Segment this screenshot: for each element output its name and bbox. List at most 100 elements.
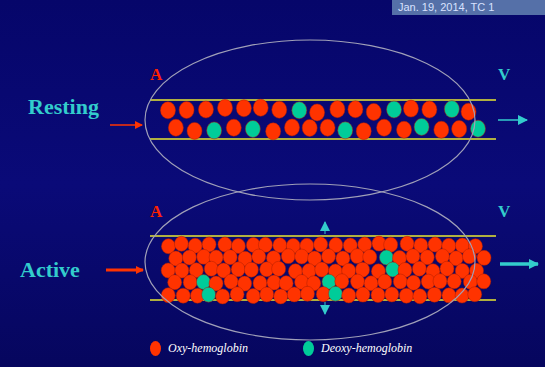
cells — [161, 236, 491, 304]
cell — [216, 289, 230, 304]
cell — [413, 289, 427, 304]
flow-arrow — [110, 124, 142, 126]
date-note: Jan. 19, 2014, TC 1 — [398, 2, 494, 13]
legend-text: Oxy-hemoglobin — [168, 342, 248, 354]
cell — [338, 122, 353, 139]
cell — [371, 288, 385, 303]
cell — [230, 287, 244, 302]
cell — [477, 250, 491, 265]
cell — [274, 289, 288, 304]
cell — [328, 286, 342, 301]
cell — [322, 249, 336, 264]
cell — [356, 123, 371, 140]
cell — [236, 100, 251, 117]
cell — [246, 289, 260, 304]
cell — [422, 101, 437, 118]
cell — [455, 288, 469, 303]
state-label: Active — [20, 259, 80, 281]
cell — [295, 249, 309, 264]
cell — [348, 101, 363, 118]
flow-arrow — [498, 119, 527, 121]
cell — [414, 118, 429, 135]
region-outline — [145, 40, 475, 200]
cell — [342, 288, 356, 303]
cell — [281, 249, 295, 264]
cell — [412, 261, 426, 276]
cell — [468, 287, 482, 302]
legend-swatch — [150, 341, 161, 356]
region-outline — [145, 184, 475, 340]
cell — [351, 274, 365, 289]
cell — [266, 123, 281, 140]
cell — [393, 274, 407, 289]
artery-label: A — [150, 66, 162, 83]
cell — [300, 286, 314, 301]
cell — [452, 120, 467, 137]
cell — [187, 122, 202, 139]
cell — [285, 119, 300, 136]
cell — [160, 102, 175, 119]
cell — [218, 99, 233, 116]
diffusion-arrow — [325, 302, 326, 314]
header-band — [392, 0, 545, 15]
vein-label: V — [498, 66, 510, 83]
vessel-wall — [150, 99, 496, 101]
cell — [363, 249, 377, 264]
vein-label: V — [498, 203, 510, 220]
cell — [168, 119, 183, 136]
cell — [198, 101, 213, 118]
cell — [161, 288, 175, 303]
cell — [316, 287, 330, 302]
cell — [427, 287, 441, 302]
cell — [168, 275, 182, 290]
flow-arrow — [106, 269, 143, 272]
cell — [320, 119, 335, 136]
state-label: Resting — [28, 96, 99, 118]
cell — [253, 99, 268, 116]
cell — [377, 119, 392, 136]
cell — [444, 101, 459, 118]
cell — [287, 287, 301, 302]
cell — [302, 119, 317, 136]
cell — [176, 288, 190, 303]
cell — [183, 275, 197, 290]
cell — [174, 236, 188, 251]
cell — [356, 287, 370, 302]
vessel-wall — [150, 138, 496, 140]
cell — [252, 249, 266, 264]
cell — [292, 102, 307, 119]
vessel-wall — [150, 235, 496, 237]
legend-swatch — [303, 341, 314, 356]
cell — [226, 119, 241, 136]
cell — [403, 100, 418, 117]
cell — [202, 287, 216, 302]
cell — [387, 101, 402, 118]
cell — [245, 120, 260, 137]
legend-text: Deoxy-hemoglobin — [321, 342, 412, 354]
cell — [399, 288, 413, 303]
cell — [350, 249, 364, 264]
cell — [204, 261, 218, 276]
cell — [272, 101, 287, 118]
cells — [160, 99, 485, 140]
artery-label: A — [150, 203, 162, 220]
cell — [179, 102, 194, 119]
cell — [272, 261, 286, 276]
cell — [447, 274, 461, 289]
cell — [182, 250, 196, 265]
cell — [397, 121, 412, 138]
cell — [434, 121, 449, 138]
cell — [385, 287, 399, 302]
cell — [260, 287, 274, 302]
cell — [433, 274, 447, 289]
cell — [330, 101, 345, 118]
flow-arrow — [500, 262, 538, 266]
cell — [310, 104, 325, 121]
cell — [366, 103, 381, 120]
cell — [477, 274, 491, 289]
cell — [244, 262, 258, 277]
diffusion-arrow — [325, 222, 326, 234]
cell — [406, 275, 420, 290]
cell — [207, 122, 222, 139]
